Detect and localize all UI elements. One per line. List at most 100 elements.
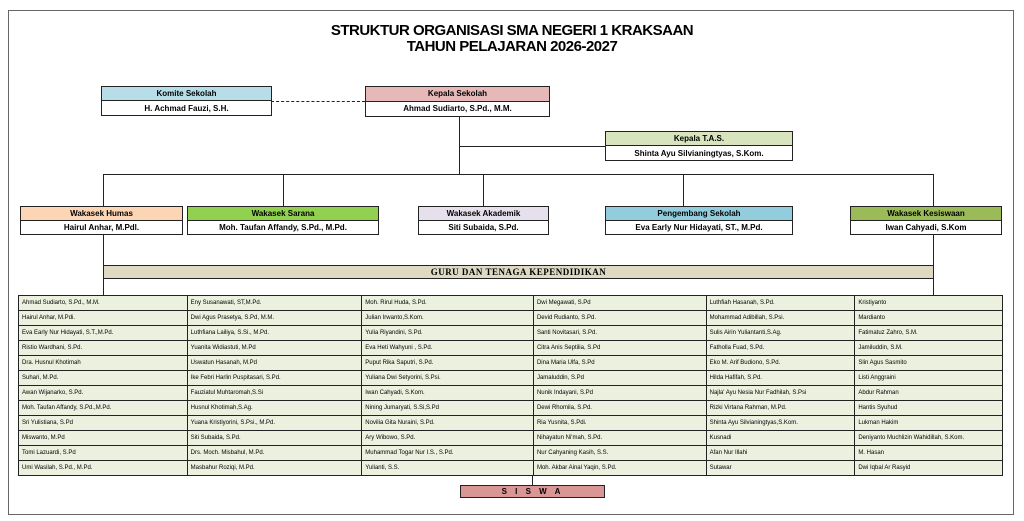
staff-cell: Kusnadi bbox=[706, 431, 855, 446]
siswa-box: S I S W A bbox=[460, 485, 605, 498]
staff-cell: Listi Anggraini bbox=[855, 371, 1003, 386]
staff-cell: Nihayatun Ni'mah, S.Pd. bbox=[533, 431, 706, 446]
staff-cell: Siti Subaida, S.Pd. bbox=[187, 431, 362, 446]
humas-name: Hairul Anhar, M.Pdl. bbox=[21, 220, 182, 234]
staff-cell: Luthfiana Lailiya, S.Si., M.Pd. bbox=[187, 326, 362, 341]
staff-cell: Miswanto, M.Pd bbox=[19, 431, 187, 446]
humas-role: Wakasek Humas bbox=[21, 207, 182, 221]
main-vertical-line bbox=[459, 117, 460, 174]
staff-cell: Uswatun Hasanah, M.Pd bbox=[187, 356, 362, 371]
komite-sekolah-box: Komite Sekolah H. Achmad Fauzi, S.H. bbox=[101, 86, 272, 116]
staff-cell: Moh. Taufan Affandy, S.Pd.,M.Pd. bbox=[19, 401, 187, 416]
guru-right-drop bbox=[933, 235, 934, 266]
staff-cell: Eko M. Arif Budiono, S.Pd. bbox=[706, 356, 855, 371]
chart-frame bbox=[8, 10, 1014, 515]
staff-cell: Nunik Indayani, S.Pd bbox=[533, 386, 706, 401]
pengembang-sekolah-box: Pengembang Sekolah Eva Early Nur Hidayat… bbox=[605, 206, 793, 235]
staff-cell: Julian Irwanto,S.Kom. bbox=[362, 311, 533, 326]
staff-cell: Eva Early Nur Hidayati, S.T.,M.Pd. bbox=[19, 326, 187, 341]
staff-cell: Novilia Gita Nuraini, S.Pd. bbox=[362, 416, 533, 431]
kepala-role: Kepala Sekolah bbox=[366, 87, 549, 102]
staff-cell: Ahmad Sudiarto, S.Pd., M.M. bbox=[19, 296, 187, 311]
staff-cell: Yuanita Widiastuti, M.Pd bbox=[187, 341, 362, 356]
staff-cell: Moh. Rirul Huda, S.Pd. bbox=[362, 296, 533, 311]
staff-cell: Yuana Kristiyorini, S.Psi., M.Pd. bbox=[187, 416, 362, 431]
sarana-name: Moh. Taufan Affandy, S.Pd., M.Pd. bbox=[188, 220, 378, 234]
staff-cell: Hairul Anhar, M.Pdi. bbox=[19, 311, 187, 326]
staff-table: Ahmad Sudiarto, S.Pd., M.M.Hairul Anhar,… bbox=[18, 295, 1003, 476]
akademik-drop bbox=[483, 174, 484, 206]
staff-cell: Yulianti, S.S. bbox=[365, 465, 400, 471]
staff-cell: Tomi Lazuardi, S.Pd bbox=[19, 446, 187, 461]
staff-cell: Hilda Hafifah, S.Pd. bbox=[706, 371, 855, 386]
staff-cell: Nur Cahyaning Kasih, S.S. bbox=[533, 446, 706, 461]
staff-cell: Devid Rudianto, S.Pd. bbox=[533, 311, 706, 326]
table-right-drop bbox=[933, 279, 934, 295]
staff-column: Ahmad Sudiarto, S.Pd., M.M.Hairul Anhar,… bbox=[19, 296, 188, 475]
kesiswaan-role: Wakasek Kesiswaan bbox=[851, 207, 1001, 221]
staff-cell: Muhammad Togar Nur I.S., S.Pd. bbox=[362, 446, 533, 461]
staff-cell: Dwi Iqbal Ar Rasyid bbox=[858, 465, 911, 471]
staff-cell: Ristio Wardhani, S.Pd. bbox=[19, 341, 187, 356]
staff-cell: Dina Maria Ulfa, S.Pd bbox=[533, 356, 706, 371]
staff-cell: Afan Nur Illahi bbox=[706, 446, 855, 461]
chart-title-line2: TAHUN PELAJARAN 2026-2027 bbox=[406, 38, 618, 55]
akademik-name: Siti Subaida, S.Pd. bbox=[419, 220, 548, 234]
staff-cell: Jamaluddin, S.Pd bbox=[533, 371, 706, 386]
staff-cell: Mardianto bbox=[855, 311, 1003, 326]
staff-cell: Lukman Hakim bbox=[855, 416, 1003, 431]
pengembang-name: Eva Early Nur Hidayati, ST., M.Pd. bbox=[606, 220, 792, 234]
staff-cell: Eny Susanawati, ST,M.Pd. bbox=[187, 296, 362, 311]
chart-title-line1: STRUKTUR ORGANISASI SMA NEGERI 1 KRAKSAA… bbox=[330, 22, 694, 39]
staff-cell: Fatholla Fuad, S.Pd. bbox=[706, 341, 855, 356]
staff-cell: M. Hasan bbox=[855, 446, 1003, 461]
staff-column: Luthfiah Hasanah, S.Pd.Mohammad Adibilla… bbox=[706, 296, 856, 475]
staff-cell: Suhari, M.Pd. bbox=[19, 371, 187, 386]
wakasek-humas-box: Wakasek Humas Hairul Anhar, M.Pdl. bbox=[20, 206, 183, 235]
staff-cell: Iwan Cahyadi, S.Kom. bbox=[362, 386, 533, 401]
staff-cell: Husnul Khotimah,S.Ag. bbox=[187, 401, 362, 416]
staff-cell: Dewi Rhomila, S.Pd. bbox=[533, 401, 706, 416]
staff-cell: Eva Heti Wahyuni , S.Pd. bbox=[362, 341, 533, 356]
staff-cell: Deniyanto Muchlizin Wahidillah, S.Kom. bbox=[855, 431, 1003, 446]
pengembang-role: Pengembang Sekolah bbox=[606, 207, 792, 221]
staff-column: Eny Susanawati, ST,M.Pd.Dwi Agus Prasety… bbox=[187, 296, 363, 475]
staff-cell: Sri Yulistiana, S.Pd bbox=[19, 416, 187, 431]
kepala-sekolah-box: Kepala Sekolah Ahmad Sudiarto, S.Pd., M.… bbox=[365, 86, 550, 117]
tas-connector bbox=[459, 146, 606, 147]
kesiswaan-drop bbox=[933, 174, 934, 206]
tas-name: Shinta Ayu Silvianingtyas, S.Kom. bbox=[606, 146, 792, 160]
staff-cell: Moh. Akbar Ainal Yaqin, S.Pd. bbox=[536, 465, 617, 471]
staff-cell: Mohammad Adibillah, S.Psi. bbox=[706, 311, 855, 326]
staff-cell: Citra Anis Septilia, S.Pd bbox=[533, 341, 706, 356]
staff-column: Moh. Rirul Huda, S.Pd.Julian Irwanto,S.K… bbox=[362, 296, 534, 475]
wakasek-horizontal-line bbox=[103, 174, 933, 175]
staff-cell: Masbahur Roziqi, M.Pd. bbox=[190, 465, 255, 471]
staff-cell: Jamiluddin, S.M. bbox=[855, 341, 1003, 356]
akademik-role: Wakasek Akademik bbox=[419, 207, 548, 221]
staff-cell: Ria Yusnita, S.Pdi. bbox=[533, 416, 706, 431]
staff-cell: Puput Rika Saputri, S.Pd. bbox=[362, 356, 533, 371]
staff-cell: Ike Febri Harlin Puspitasari, S.Pd. bbox=[187, 371, 362, 386]
komite-role: Komite Sekolah bbox=[102, 87, 271, 101]
staff-cell: Kristiyanto bbox=[855, 296, 1003, 311]
staff-cell: Fauziatul Muhtaromah,S.Si bbox=[187, 386, 362, 401]
staff-cell: Yulia Riyandini, S.Pd. bbox=[362, 326, 533, 341]
guru-header: GURU DAN TENAGA KEPENDIDIKAN bbox=[103, 265, 934, 279]
sarana-drop bbox=[283, 174, 284, 206]
pengembang-drop bbox=[683, 174, 684, 206]
komite-name: H. Achmad Fauzi, S.H. bbox=[102, 101, 271, 115]
guru-left-drop bbox=[103, 235, 104, 266]
staff-cell: Ary Wibowo, S.Pd. bbox=[362, 431, 533, 446]
humas-drop bbox=[103, 174, 104, 206]
tas-role: Kepala T.A.S. bbox=[606, 132, 792, 146]
siswa-drop bbox=[532, 476, 533, 485]
sarana-role: Wakasek Sarana bbox=[188, 207, 378, 221]
staff-cell: Fatimatuz Zahro, S.M. bbox=[855, 326, 1003, 341]
staff-cell: Drs. Moch. Misbahul, M.Pd. bbox=[187, 446, 362, 461]
staff-cell: Luthfiah Hasanah, S.Pd. bbox=[706, 296, 855, 311]
staff-cell: Sulis Airin Yuliantanti,S.Ag. bbox=[706, 326, 855, 341]
staff-cell: Dwi Agus Prasetya, S.Pd, M.M. bbox=[187, 311, 362, 326]
